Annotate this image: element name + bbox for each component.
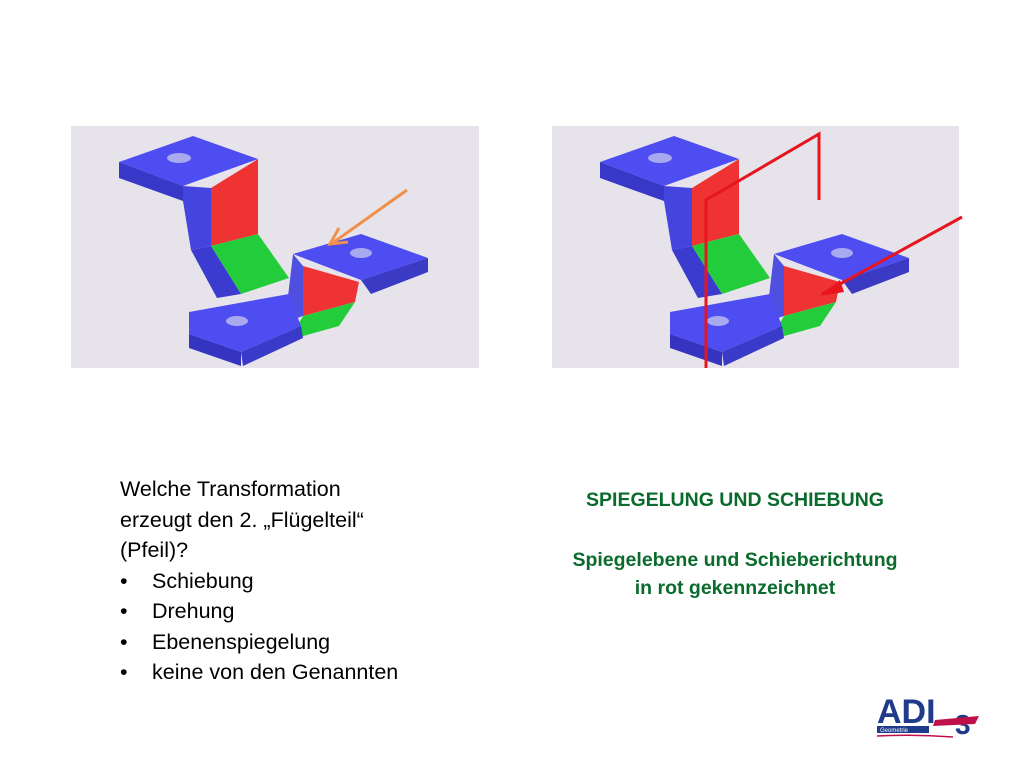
- option-item-drehung: Drehung: [120, 596, 500, 627]
- logo-brand: ADI: [877, 693, 936, 731]
- answer-line-1: Spiegelebene und Schieberichtung: [572, 549, 898, 571]
- bracket-part: [600, 136, 909, 366]
- option-list: Schiebung Drehung Ebenenspiegelung keine…: [120, 566, 500, 688]
- answer-line-2: in rot gekennzeichnet: [634, 577, 836, 599]
- logo-tagline: Geometrie: [880, 728, 909, 734]
- bracket-part-illustration: [119, 136, 428, 366]
- arrow-icon: [820, 215, 963, 296]
- answer-block: SPIEGELUNG UND SCHIEBUNG Spiegelebene un…: [520, 486, 950, 602]
- bracket-part-illustration: [600, 131, 963, 368]
- mirror-plane-marker: [704, 131, 821, 368]
- arrow-icon: [327, 188, 408, 246]
- adi-geometrie-logo: ADI 3 Geometrie: [875, 690, 985, 740]
- question-line-2: erzeugt den 2. „Flügelteil“: [120, 507, 364, 532]
- option-item-keine: keine von den Genannten: [120, 657, 500, 688]
- option-item-ebenenspiegelung: Ebenenspiegelung: [120, 627, 500, 658]
- question-line-1: Welche Transformation: [120, 477, 341, 501]
- answer-title: SPIEGELUNG UND SCHIEBUNG: [586, 489, 884, 511]
- bracket-part: [119, 136, 428, 366]
- question-block: Welche Transformation erzeugt den 2. „Fl…: [120, 474, 500, 688]
- option-item-schiebung: Schiebung: [120, 566, 500, 597]
- question-line-3: (Pfeil)?: [120, 538, 189, 562]
- bracket-figure-left: [71, 126, 479, 368]
- bracket-figure-right: [552, 126, 963, 368]
